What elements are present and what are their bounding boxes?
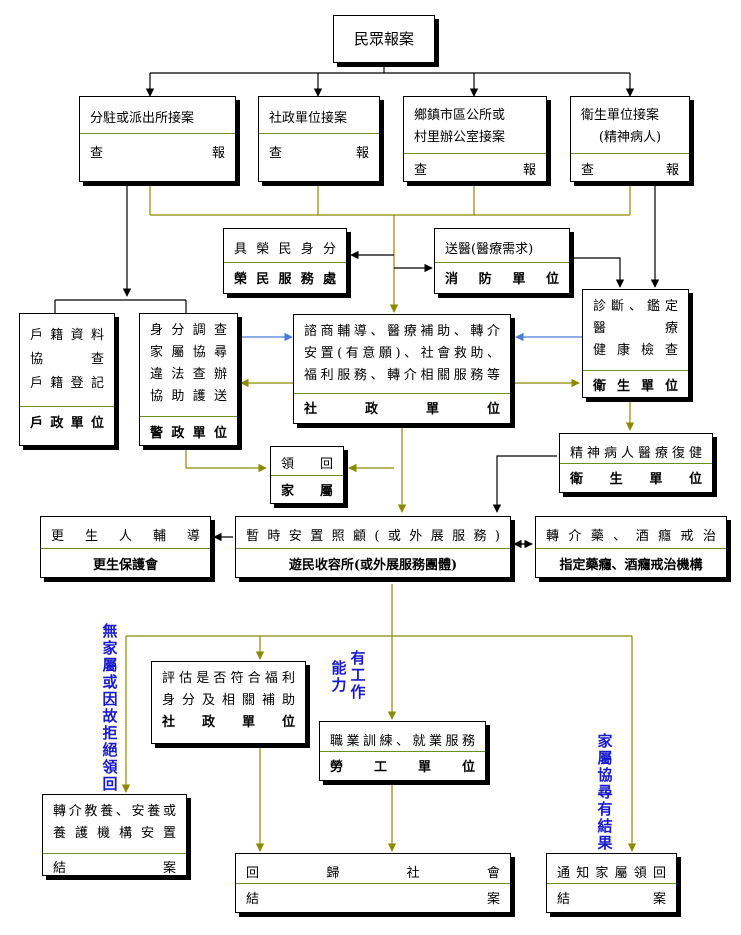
health-unit-label-1: 衛生單位接案 <box>581 108 660 123</box>
family-pickup-box: 領 回 家 屬 <box>270 446 344 504</box>
household-label-2: 協 查 <box>30 352 104 367</box>
job-training-label: 職業訓練、就業服務 <box>330 734 475 749</box>
veterans-box: 具榮民身分 榮民服務處 <box>223 228 347 294</box>
welfare-eval-box: 評估是否符合福利 身分及相關補助 社 政 單 位 <box>151 661 306 744</box>
intake-merge-lines <box>149 182 631 313</box>
household-unit: 戶政單位 <box>20 406 114 431</box>
family-pickup-label: 領 回 <box>281 457 333 472</box>
police-station-box: 分駐或派出所接案 查 報 <box>79 96 236 182</box>
household-label-1: 戶籍資料 <box>30 328 104 343</box>
return-society-label: 回 歸 社 會 <box>246 866 500 881</box>
job-training-box: 職業訓練、就業服務 勞 工 單 位 <box>319 721 486 781</box>
health-unit-label-2: (精神病人) <box>598 130 662 145</box>
drug-alcohol-unit: 指定藥癮、酒癮戒治機構 <box>536 548 726 573</box>
veterans-unit: 榮民服務處 <box>224 262 346 287</box>
veterans-fire-lines <box>350 250 625 288</box>
psych-rehab-unit: 衛 生 單 位 <box>560 463 712 487</box>
health-unit-box: 衛生單位接案 (精神病人) 查 報 <box>570 96 690 182</box>
notify-family-box: 通知家屬領回 結 案 <box>546 853 677 913</box>
family-pickup-unit: 家 屬 <box>271 475 343 499</box>
police-unit: 警政單位 <box>140 416 237 441</box>
police-station-label: 分駐或派出所接案 <box>90 111 195 126</box>
diagnosis-label-1: 診斷、鑑定 <box>593 299 678 314</box>
psych-rehab-box: 精神病人醫療復健 衛 生 單 位 <box>559 433 713 493</box>
no-family-label: 無家屬或因故拒絕領回 <box>102 622 118 793</box>
shelter-label: 暫時安置照顧(或外展服務) <box>246 529 500 544</box>
notify-family-status: 結 案 <box>547 883 676 907</box>
family-found-label: 家屬協尋有結果 <box>597 732 613 852</box>
household-label-3: 戶籍登記 <box>30 376 104 391</box>
police-label-2: 家屬協尋 <box>150 345 227 360</box>
social-unit-action: 查 報 <box>259 133 379 161</box>
fire-label: 送醫(醫療需求) <box>445 242 534 257</box>
rehab-to-shelter-line <box>492 455 557 513</box>
police-label-3: 違法查辦 <box>150 367 227 382</box>
care-institution-label-2: 養護機構安置 <box>53 826 176 841</box>
drug-alcohol-label: 轉介藥、酒癮戒治 <box>546 529 716 544</box>
report-box: 民眾報案 <box>333 15 435 63</box>
social-unit-label: 社政單位接案 <box>269 111 348 126</box>
police-station-action: 查 報 <box>80 133 235 161</box>
can-work-label-b: 能力 <box>331 659 347 694</box>
rehab-guidance-box: 更生人輔導 更生保護會 <box>40 516 211 578</box>
police-box: 身分調查 家屬協尋 違法查辦 協助護送 警政單位 <box>139 313 238 446</box>
fire-box: 送醫(醫療需求) 消 防 單 位 <box>434 228 570 294</box>
social-center-label-3: 福利服務、轉介相關服務等 <box>304 368 500 383</box>
shelter-unit: 遊民收容所(或外展服務團體) <box>236 548 510 573</box>
household-box: 戶籍資料 協 查 戶籍登記 戶政單位 <box>19 313 115 446</box>
welfare-eval-unit: 社 政 單 位 <box>162 715 295 730</box>
police-label-1: 身分調查 <box>150 323 227 338</box>
care-institution-label-1: 轉介教養、安養或 <box>53 804 176 819</box>
family-pickup-lines <box>185 398 635 473</box>
rehab-guidance-unit: 更生保護會 <box>41 548 210 573</box>
notify-family-label: 通知家屬領回 <box>557 866 666 881</box>
veterans-label: 具榮民身分 <box>234 242 336 257</box>
return-society-status: 結 案 <box>236 883 510 907</box>
welfare-eval-label-2: 身分及相關補助 <box>162 693 295 708</box>
social-center-unit: 社 政 單 位 <box>294 393 510 417</box>
social-center-box: 諮商輔導、醫療補助、轉介 安置(有意願)、社會救助、 福利服務、轉介相關服務等 … <box>293 314 511 424</box>
psych-rehab-label: 精神病人醫療復健 <box>570 446 702 461</box>
police-label-4: 協助護送 <box>150 389 227 404</box>
welfare-eval-label-1: 評估是否符合福利 <box>162 671 295 686</box>
social-center-label-1: 諮商輔導、醫療補助、轉介 <box>304 324 500 339</box>
township-label-2: 村里辦公室接案 <box>414 130 506 145</box>
township-label-1: 鄉鎮市區公所或 <box>414 108 506 123</box>
report-label: 民眾報案 <box>353 30 414 48</box>
care-institution-box: 轉介教養、安養或 養護機構安置 結 案 <box>42 794 187 876</box>
return-society-box: 回 歸 社 會 結 案 <box>235 853 511 913</box>
lower-distribution-lines <box>121 584 637 852</box>
health-unit-action: 查 報 <box>571 153 689 178</box>
report-fanout-lines <box>145 63 635 97</box>
social-unit-box: 社政單位接案 查 報 <box>258 96 380 182</box>
diagnosis-label-3: 健康檢查 <box>593 343 678 358</box>
shelter-box: 暫時安置照顧(或外展服務) 遊民收容所(或外展服務團體) <box>235 516 511 578</box>
fire-unit: 消 防 單 位 <box>435 262 569 287</box>
social-center-label-2: 安置(有意願)、社會救助、 <box>304 346 500 361</box>
police-branch-lines <box>54 182 187 313</box>
care-institution-status: 結 案 <box>43 853 186 876</box>
diagnosis-box: 診斷、鑑定 醫 療 健康檢查 衛生單位 <box>582 289 689 398</box>
job-training-unit: 勞 工 單 位 <box>320 751 485 775</box>
rehab-guidance-label: 更生人輔導 <box>51 529 200 544</box>
drug-alcohol-box: 轉介藥、酒癮戒治 指定藥癮、酒癮戒治機構 <box>535 516 727 578</box>
township-action: 查 報 <box>404 153 546 178</box>
diagnosis-unit: 衛生單位 <box>583 370 688 394</box>
township-box: 鄉鎮市區公所或 村里辦公室接案 查 報 <box>403 96 547 182</box>
can-work-label-a: 有工作 <box>350 649 366 701</box>
diagnosis-label-2: 醫 療 <box>593 321 678 336</box>
